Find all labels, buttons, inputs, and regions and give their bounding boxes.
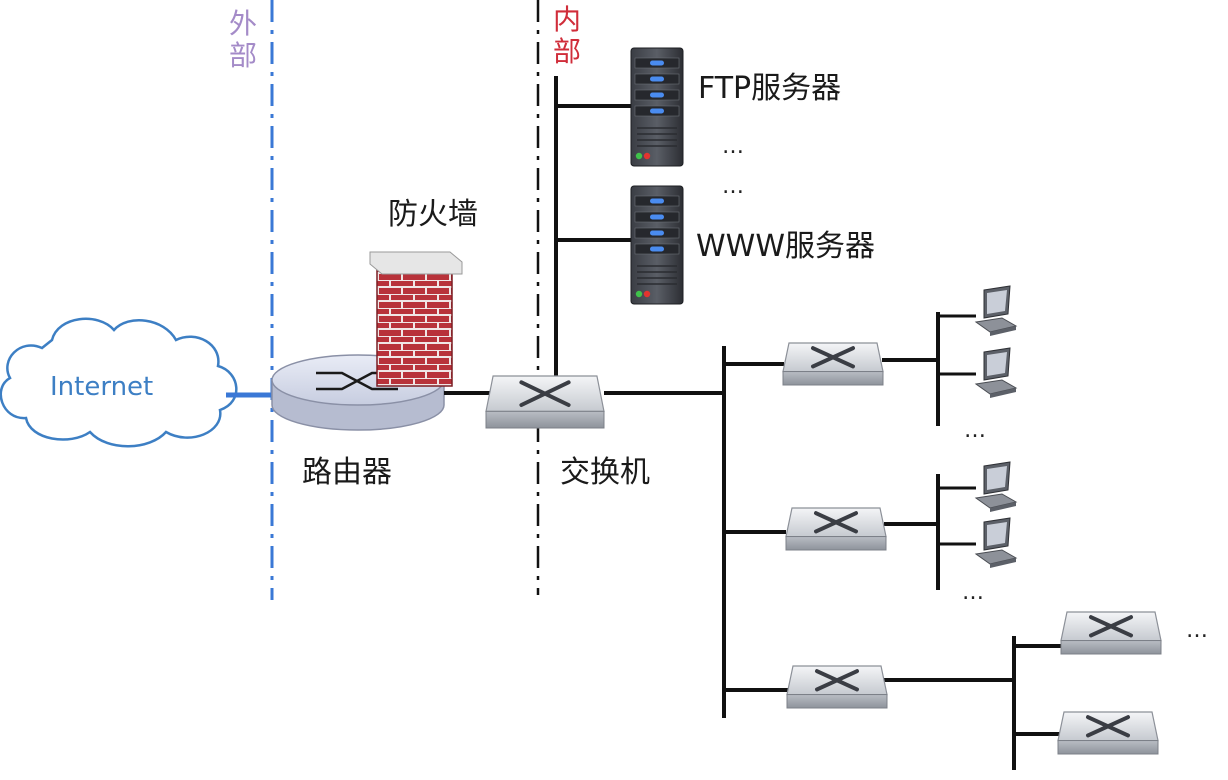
www-server-label: WWW服务器 — [696, 229, 875, 264]
servers-ellipsis-1: … — [722, 134, 745, 159]
edge-switch-icon — [1060, 611, 1162, 655]
server-icon — [630, 185, 684, 305]
cloud-icon — [0, 317, 238, 448]
server-icon — [630, 47, 684, 167]
servers-ellipsis-2: … — [722, 174, 745, 199]
access-switch-icon — [782, 342, 884, 386]
core-switch-icon — [485, 375, 605, 429]
computer-icon — [974, 285, 1018, 336]
hosts-ellipsis-2: … — [962, 580, 985, 605]
inside-zone-label: 内 部 — [550, 3, 584, 69]
outside-zone-label: 外 部 — [226, 7, 260, 73]
computer-icon — [974, 461, 1018, 512]
outside-zone-char-1: 外 — [228, 7, 257, 40]
switches-ellipsis: … — [1186, 618, 1209, 643]
edge-switch-icon — [1057, 711, 1159, 755]
firewall-label: 防火墙 — [388, 197, 478, 232]
hosts-ellipsis-1: … — [964, 418, 987, 443]
access-switch-icon — [785, 507, 887, 551]
computer-icon — [974, 517, 1018, 568]
core-switch-label: 交换机 — [560, 455, 650, 490]
inside-zone-char-2: 部 — [552, 35, 581, 69]
access-switch-icon — [786, 665, 888, 709]
computer-icon — [974, 347, 1018, 398]
internet-label: Internet — [50, 372, 154, 402]
ftp-server-label: FTP服务器 — [698, 71, 842, 106]
router-label: 路由器 — [302, 455, 392, 490]
outside-zone-char-2: 部 — [228, 39, 257, 73]
firewall-icon — [369, 251, 463, 387]
inside-zone-char-1: 内 — [552, 3, 581, 36]
